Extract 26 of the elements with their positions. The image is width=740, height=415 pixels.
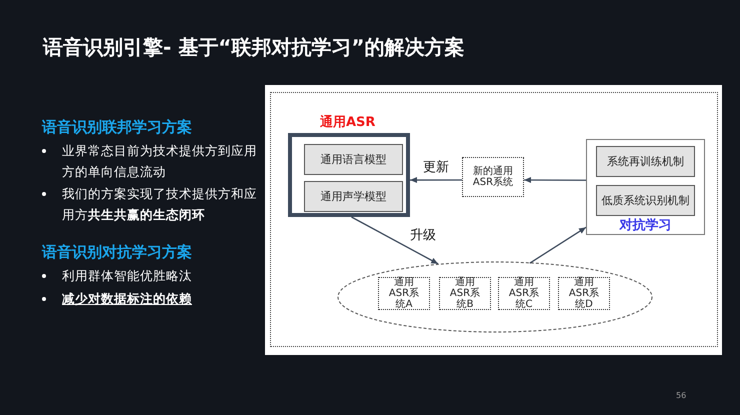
group-heading: 对抗学习 <box>618 217 672 234</box>
bullet-text: 我们的方案实现了技术提供方和应用方共生共赢的生态闭环 <box>62 185 258 224</box>
arrow <box>529 226 586 264</box>
module-box: 低质系统识别机制 <box>596 185 695 216</box>
edge-label: 更新 <box>423 158 449 176</box>
slide-title: 语音识别引擎- 基于“联邦对抗学习”的解决方案 <box>43 34 465 61</box>
arrow <box>351 216 438 264</box>
section-heading: 语音识别联邦学习方案 <box>42 118 192 137</box>
group-heading: 通用ASR <box>320 114 376 131</box>
group-box <box>586 139 705 235</box>
arrow <box>524 177 586 184</box>
system-box: 通用ASR系统B <box>439 277 491 310</box>
system-box: 通用ASR系统D <box>558 277 610 310</box>
system-box: 通用ASR系统C <box>498 277 550 310</box>
system-box: 新的通用ASR系统 <box>462 157 524 197</box>
system-box: 通用ASR系统A <box>378 277 430 310</box>
module-box: 通用语言模型 <box>304 144 403 175</box>
bullet-text: 业界常态目前为技术提供方到应用方的单向信息流动 <box>62 142 258 181</box>
module-box: 通用声学模型 <box>304 181 403 212</box>
edge-label: 升级 <box>410 226 436 244</box>
arrow <box>410 177 462 184</box>
bullet-text: 利用群体智能优胜略汰 <box>62 267 193 285</box>
section-heading: 语音识别对抗学习方案 <box>42 243 192 262</box>
bullet-text: 减少对数据标注的依赖 <box>62 290 193 308</box>
page-number: 56 <box>676 391 686 400</box>
module-box: 系统再训练机制 <box>596 146 695 177</box>
